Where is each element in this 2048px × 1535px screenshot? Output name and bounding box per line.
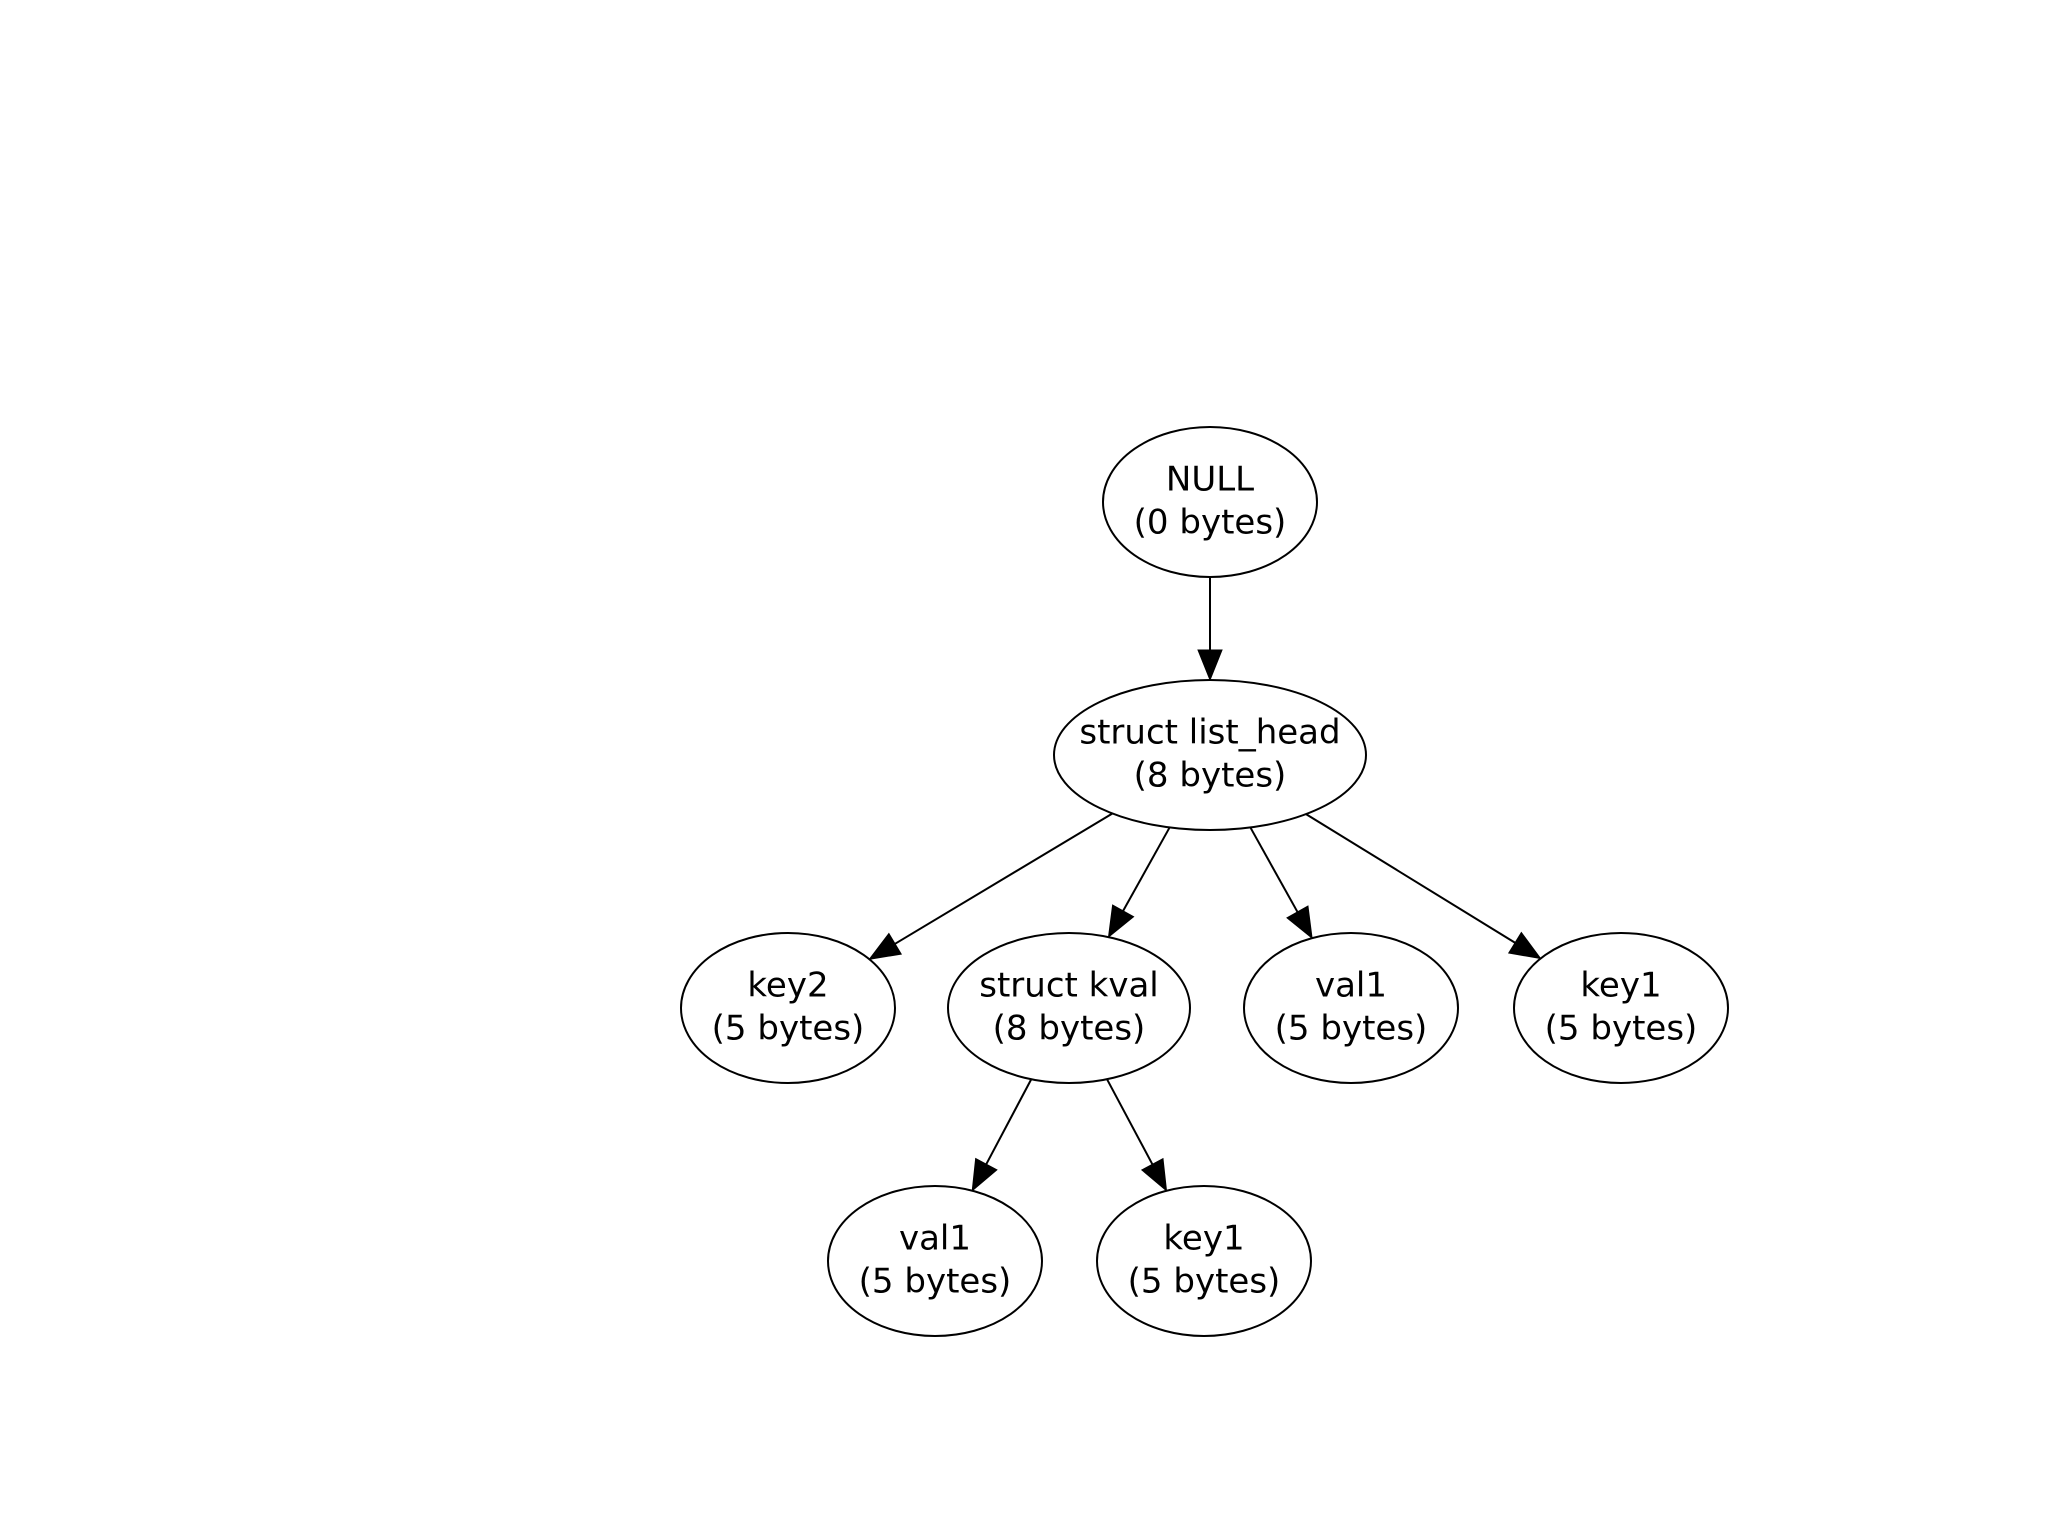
edge-list_head-to-key2 bbox=[868, 812, 1113, 960]
edge-list_head-to-kval bbox=[1107, 826, 1171, 939]
edge-line bbox=[894, 812, 1113, 945]
node-val1-bottom: val1 (5 bytes) bbox=[827, 1185, 1043, 1337]
node-key1-bottom-ellipse bbox=[1096, 1185, 1312, 1337]
node-list-head-ellipse bbox=[1053, 679, 1367, 831]
node-val1-bottom-size: (5 bytes) bbox=[859, 1262, 1012, 1302]
node-key1-bottom-name: key1 bbox=[1163, 1219, 1244, 1259]
node-val1-top: val1 (5 bytes) bbox=[1243, 932, 1459, 1084]
node-val1-bottom-name: val1 bbox=[899, 1219, 971, 1259]
node-val1-bottom-ellipse bbox=[827, 1185, 1043, 1337]
edge-list_head-to-key1_top bbox=[1305, 813, 1542, 960]
node-null-size: (0 bytes) bbox=[1134, 503, 1287, 543]
node-val1-top-size: (5 bytes) bbox=[1275, 1009, 1428, 1049]
edge-line bbox=[1122, 826, 1171, 912]
edge-line bbox=[1106, 1078, 1154, 1165]
arrowhead-icon bbox=[1107, 904, 1135, 939]
edge-null_node-to-list_head bbox=[1197, 577, 1223, 682]
arrowhead-icon bbox=[1507, 931, 1542, 960]
node-key1-top: key1 (5 bytes) bbox=[1513, 932, 1729, 1084]
node-key1-bottom: key1 (5 bytes) bbox=[1096, 1185, 1312, 1337]
node-val1-top-ellipse bbox=[1243, 932, 1459, 1084]
arrowhead-icon bbox=[1286, 905, 1313, 940]
edge-line bbox=[1249, 826, 1299, 913]
arrowhead-icon bbox=[868, 932, 903, 960]
edges-layer bbox=[868, 577, 1542, 1192]
arrowhead-icon bbox=[1140, 1157, 1168, 1192]
edge-kval-to-val1_bottom bbox=[971, 1078, 1033, 1192]
edge-kval-to-key1_bottom bbox=[1106, 1078, 1168, 1192]
arrowhead-icon bbox=[1197, 649, 1223, 682]
edge-line bbox=[985, 1078, 1033, 1165]
node-list-head-size: (8 bytes) bbox=[1134, 756, 1287, 796]
edge-line bbox=[1305, 813, 1516, 944]
node-key2-size: (5 bytes) bbox=[712, 1009, 865, 1049]
node-key2-ellipse bbox=[680, 932, 896, 1084]
node-list-head-name: struct list_head bbox=[1079, 713, 1340, 753]
node-kval-size: (8 bytes) bbox=[993, 1009, 1146, 1049]
node-list-head: struct list_head (8 bytes) bbox=[1053, 679, 1367, 831]
node-val1-top-name: val1 bbox=[1315, 966, 1387, 1006]
arrowhead-icon bbox=[971, 1157, 998, 1192]
node-kval-name: struct kval bbox=[979, 966, 1159, 1006]
node-key1-top-name: key1 bbox=[1580, 966, 1661, 1006]
node-kval: struct kval (8 bytes) bbox=[947, 932, 1191, 1084]
node-null: NULL (0 bytes) bbox=[1102, 426, 1318, 578]
node-kval-ellipse bbox=[947, 932, 1191, 1084]
edge-list_head-to-val1_top bbox=[1249, 826, 1313, 940]
node-null-name: NULL bbox=[1166, 460, 1254, 500]
node-key1-bottom-size: (5 bytes) bbox=[1128, 1262, 1281, 1302]
node-key1-top-ellipse bbox=[1513, 932, 1729, 1084]
node-key2: key2 (5 bytes) bbox=[680, 932, 896, 1084]
node-key1-top-size: (5 bytes) bbox=[1545, 1009, 1698, 1049]
node-key2-name: key2 bbox=[747, 966, 828, 1006]
node-null-ellipse bbox=[1102, 426, 1318, 578]
